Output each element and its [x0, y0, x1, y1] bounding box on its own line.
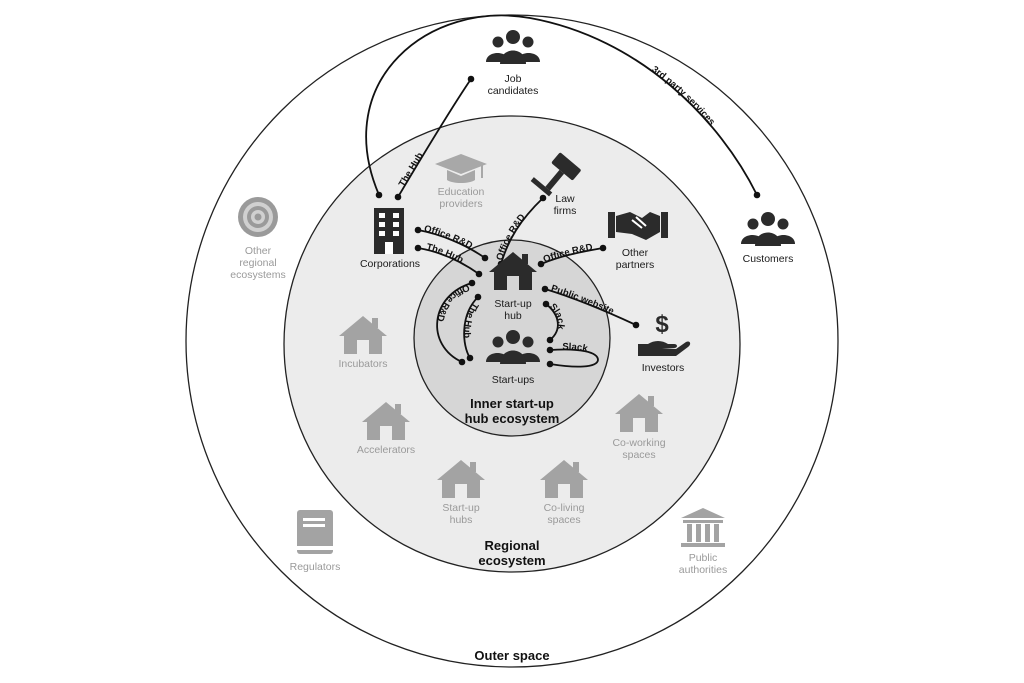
ring-label-outer: Outer space [474, 648, 550, 663]
node-label-regulators: Regulators [289, 561, 341, 573]
house-icon [489, 252, 537, 290]
government-building-icon [681, 508, 725, 547]
node-label-other-partners: Other partners [615, 247, 655, 271]
node-label-coworking-spaces: Co-working spaces [612, 437, 666, 461]
book-icon [297, 510, 333, 554]
node-label-incubators: Incubators [338, 358, 388, 370]
gavel-icon [530, 152, 581, 197]
house-icon [615, 394, 663, 432]
house-icon [362, 402, 410, 440]
node-label-public-authorities: Public authorities [678, 552, 728, 576]
ring-label-inner: Inner start-up hub ecosystem [464, 396, 560, 426]
handshake-icon [608, 212, 668, 240]
house-icon [437, 460, 485, 498]
node-label-corporations: Corporations [359, 258, 421, 270]
node-label-investors: Investors [641, 362, 685, 374]
node-label-customers: Customers [742, 253, 794, 265]
node-label-law-firms: Law firms [553, 193, 577, 217]
house-icon [540, 460, 588, 498]
hand-dollar-icon: $ [638, 311, 691, 356]
edge-endpoints [375, 75, 761, 368]
node-label-accelerators: Accelerators [356, 444, 416, 456]
node-label-coliving-spaces: Co-living spaces [543, 502, 585, 526]
node-label-job-candidates: Job candidates [487, 73, 539, 97]
people-group-icon [741, 212, 795, 246]
node-label-startup-hub: Start-up hub [494, 298, 532, 322]
people-group-icon [486, 330, 540, 364]
house-icon [339, 316, 387, 354]
graduation-cap-icon [435, 154, 487, 183]
node-label-education-providers: Education providers [437, 186, 485, 210]
ring-label-regional: Regional ecosystem [478, 538, 546, 568]
office-building-icon [374, 208, 404, 254]
node-label-startups: Start-ups [491, 374, 535, 386]
node-label-startup-hubs: Start-up hubs [442, 502, 480, 526]
target-icon [238, 197, 278, 237]
svg-text:$: $ [655, 311, 669, 338]
people-group-icon [486, 30, 540, 64]
node-label-other-regional-ecosystems: Other regional ecosystems [230, 245, 286, 281]
